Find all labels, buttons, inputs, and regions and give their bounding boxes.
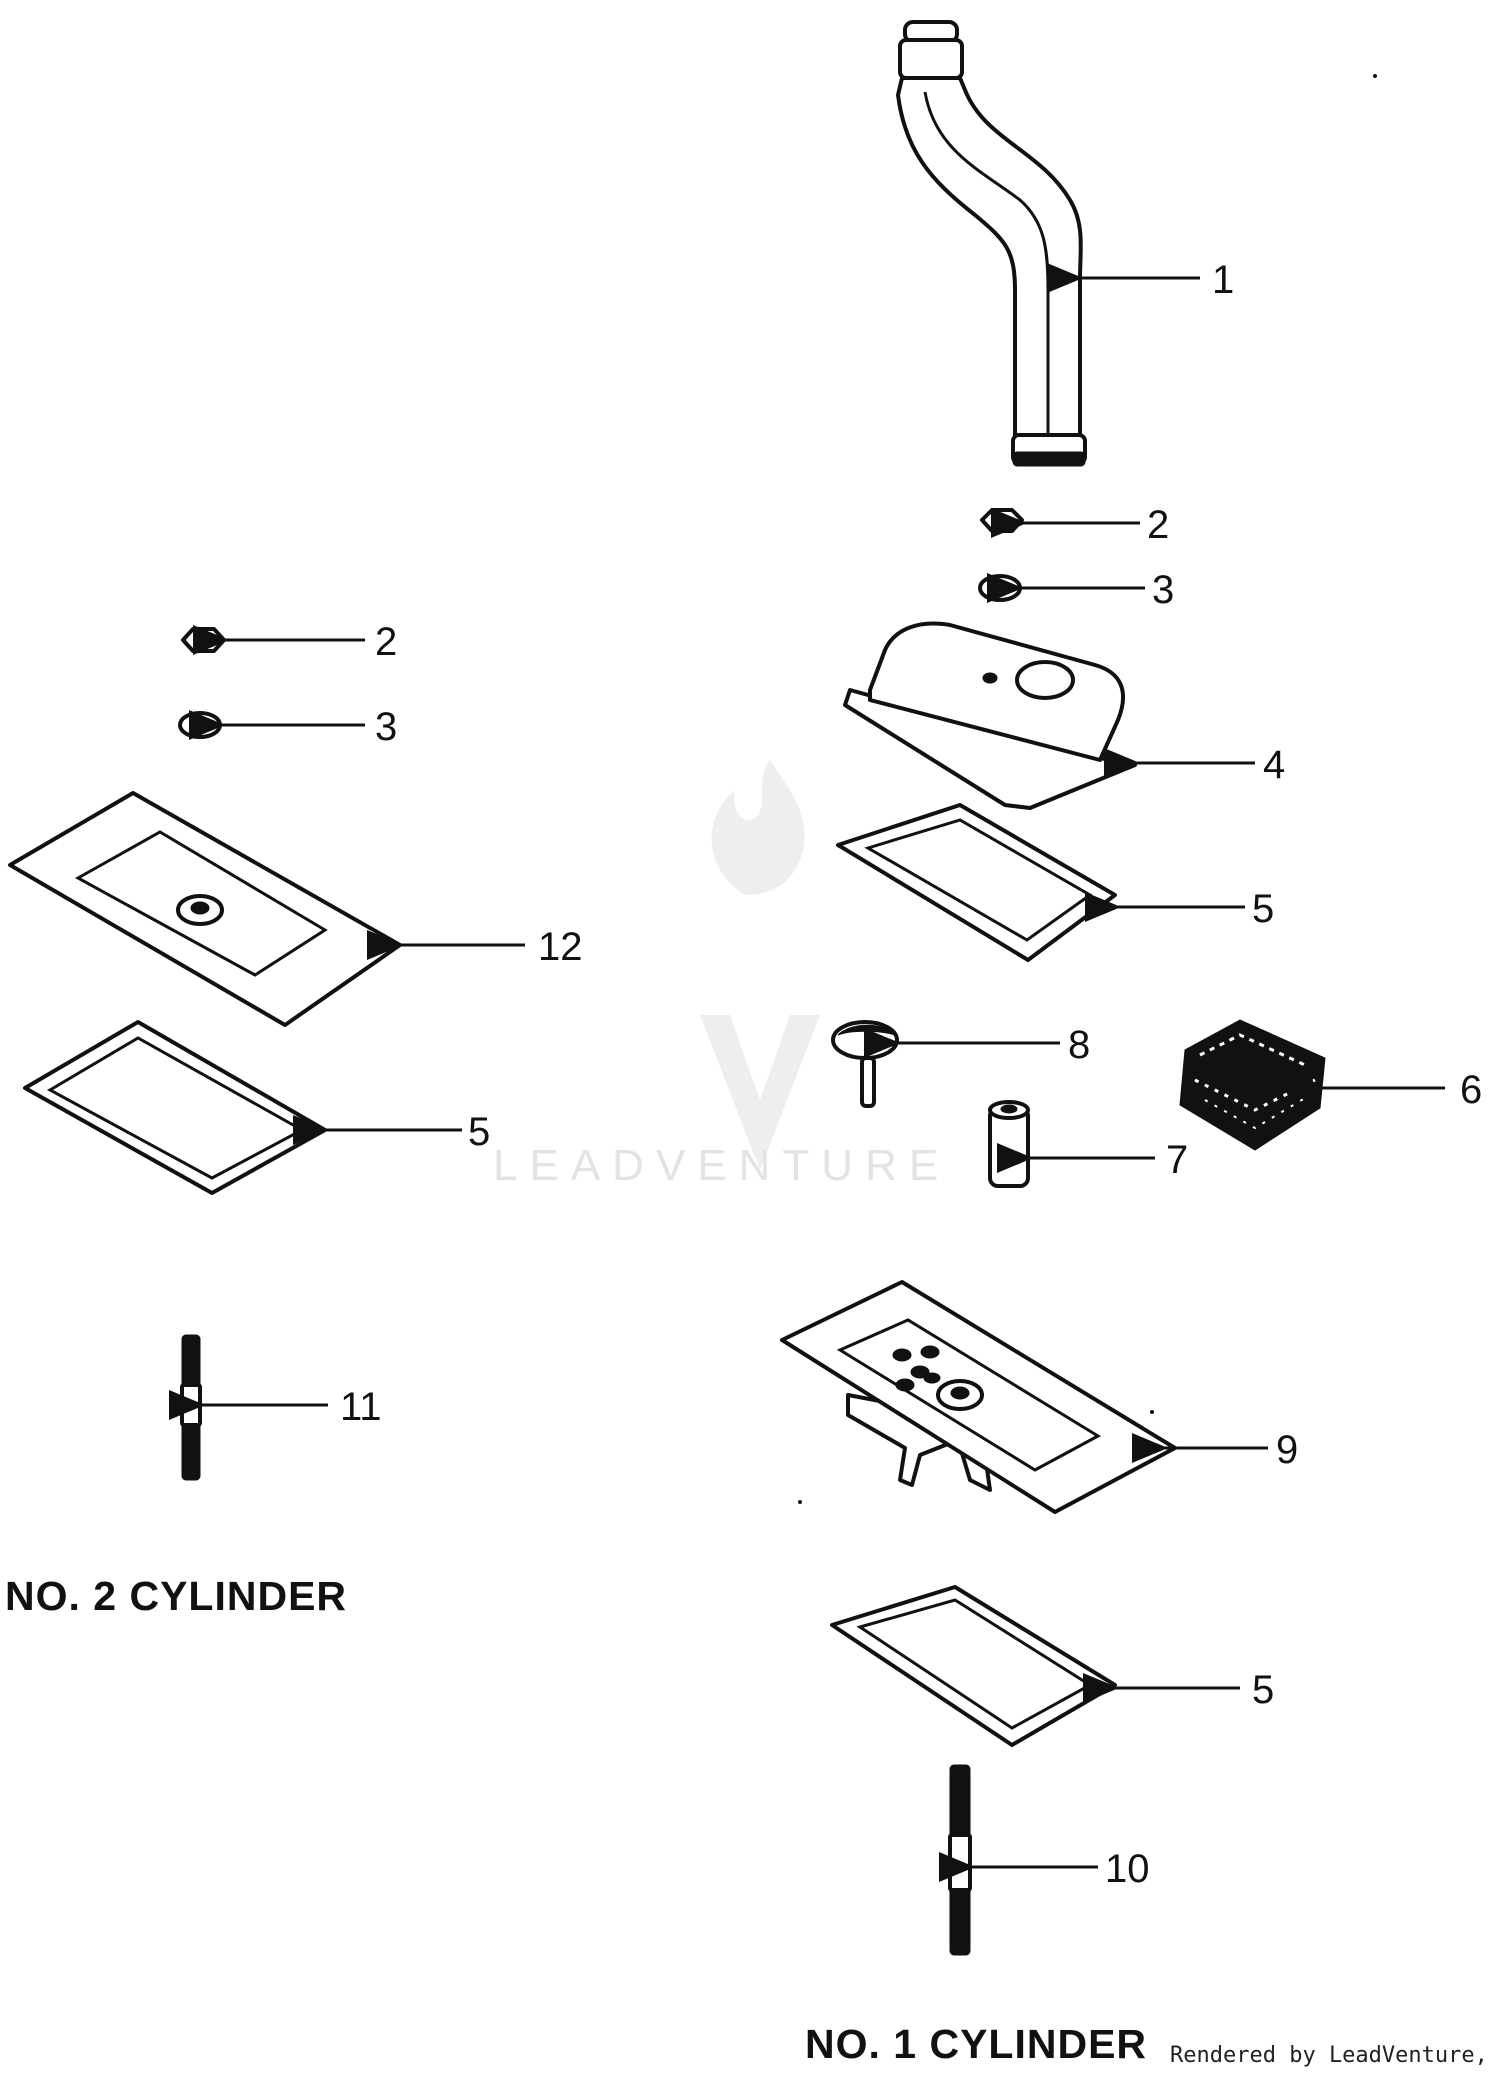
- part-washer-right: [978, 574, 1022, 602]
- callouts: 1 2 3 4 5 8 6 7 9 5 10 2 3 12 5 11: [340, 258, 1482, 1891]
- watermark: LEADVENTURE: [493, 760, 950, 1190]
- caption-no2-cylinder: NO. 2 CYLINDER: [5, 1573, 347, 1619]
- part-filter-element: [1179, 1019, 1326, 1151]
- part-cover-plate: [8, 791, 402, 1027]
- callout-2-left: 2: [375, 620, 397, 664]
- callout-2-right: 2: [1147, 503, 1169, 547]
- watermark-text: LEADVENTURE: [493, 1141, 950, 1190]
- callout-6: 6: [1460, 1068, 1482, 1112]
- watermark-flame-icon: [700, 760, 820, 1170]
- part-stud-short: [180, 1334, 202, 1481]
- callout-4: 4: [1263, 743, 1285, 787]
- callout-10: 10: [1105, 1847, 1150, 1891]
- part-gasket-left: [23, 1020, 327, 1195]
- part-stud-long: [948, 1764, 972, 1956]
- callout-12: 12: [538, 925, 583, 969]
- callout-9: 9: [1276, 1428, 1298, 1472]
- caption-no1-cylinder: NO. 1 CYLINDER: [805, 2021, 1147, 2067]
- callout-1: 1: [1212, 258, 1234, 302]
- callout-8: 8: [1068, 1023, 1090, 1067]
- render-credit: Rendered by LeadVenture, Inc.: [1170, 2043, 1500, 2068]
- part-gasket-upper: [836, 803, 1117, 962]
- part-breather-cover: [843, 621, 1137, 810]
- part-nut-right: [980, 508, 1024, 533]
- part-breather-tube: [896, 20, 1087, 467]
- callout-3-right: 3: [1152, 568, 1174, 612]
- part-washer-left: [178, 711, 222, 739]
- part-breather-plate: [780, 1280, 1177, 1514]
- callout-3-left: 3: [375, 705, 397, 749]
- leader-lines: [169, 263, 1445, 1882]
- part-spacer: [988, 1100, 1030, 1188]
- part-gasket-lower: [830, 1585, 1117, 1747]
- callout-11: 11: [340, 1385, 382, 1429]
- callout-7: 7: [1166, 1138, 1188, 1182]
- callout-5-upper: 5: [1252, 887, 1274, 931]
- part-nut-left: [181, 627, 226, 653]
- callout-5-left: 5: [468, 1110, 490, 1154]
- part-valve-disk: [831, 1020, 899, 1108]
- callout-5-lower: 5: [1252, 1668, 1274, 1712]
